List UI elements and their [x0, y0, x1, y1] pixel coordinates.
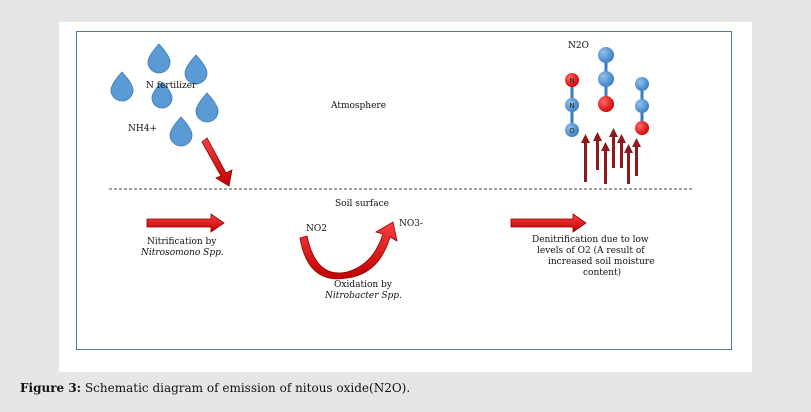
label-denitrification-3: increased soil moisture: [548, 257, 655, 267]
label-atmosphere: Atmosphere: [331, 101, 387, 111]
droplet-icon: [147, 43, 171, 74]
label-nitrification-1: Nitrification by: [147, 237, 217, 247]
label-no2: NO2: [306, 224, 327, 234]
label-oxidation-1: Oxidation by: [334, 280, 392, 290]
n2o-molecule-labeled: [565, 73, 579, 137]
fertilizer-arrow: [201, 137, 233, 187]
label-n-fertilizer: N fertilizer: [146, 81, 197, 91]
atom-label-n: N: [569, 102, 574, 110]
droplet-icon: [169, 116, 193, 147]
oxidation-curved-arrow: [299, 221, 398, 280]
n2o-molecule: [635, 77, 649, 135]
caption-text: Schematic diagram of emission of nitous …: [84, 381, 411, 395]
fertilizer-droplets: [110, 43, 219, 147]
gas-emission-arrows: [581, 128, 641, 184]
label-soil-surface: Soil surface: [335, 199, 389, 209]
label-nitrification-2: Nitrosomono Spp.: [141, 248, 224, 258]
label-denitrification-4: content): [583, 268, 622, 278]
caption-label: Figure 3:: [20, 381, 82, 395]
droplet-icon: [184, 54, 208, 85]
denitrification-arrow: [510, 213, 587, 233]
label-n2o-top: N2O: [568, 41, 589, 51]
figure-caption: Figure 3: Schematic diagram of emission …: [20, 381, 410, 395]
label-denitrification-2: levels of O2 (A result of: [537, 246, 645, 256]
n2o-molecule: [598, 47, 614, 112]
droplet-icon: [151, 81, 173, 109]
atom-label-n: N: [569, 77, 574, 85]
label-no3: NO3-: [399, 219, 424, 229]
droplet-icon: [195, 92, 219, 123]
droplet-icon: [110, 71, 134, 102]
label-nh4: NH4+: [128, 124, 157, 134]
nitrification-arrow: [146, 213, 225, 233]
diagram-frame: [76, 31, 732, 350]
label-denitrification-1: Denitrification due to low: [532, 235, 649, 245]
atom-label-o: O: [569, 127, 575, 135]
label-oxidation-2: Nitrobacter Spp.: [325, 291, 402, 301]
